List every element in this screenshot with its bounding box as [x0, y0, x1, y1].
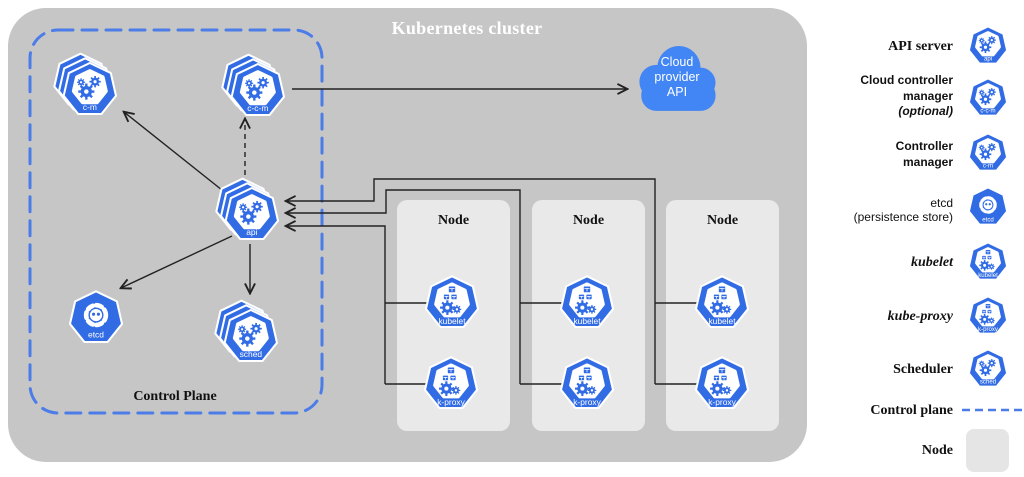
legend-etcd-line2: (persistence store) [853, 210, 953, 224]
legend-ccm-line3: (optional) [898, 104, 953, 118]
legend-kube-proxy-icon-label: k-proxy [978, 326, 999, 333]
node-title: Node [706, 213, 739, 228]
legend-control-plane-label: Control plane [870, 403, 953, 418]
legend-kube-proxy-icon: k-proxy [968, 295, 1008, 335]
etcd-icon: etcd [68, 290, 124, 344]
legend-kube-proxy-label: kube-proxy [887, 309, 953, 324]
legend-etcd-icon-label: etcd [982, 216, 994, 223]
legend-etcd-label: etcd (persistence store) [830, 196, 953, 224]
kubelet-icon-label: kubelet [438, 316, 466, 326]
legend-node-swatch [966, 429, 1009, 472]
legend-kubelet-icon-label: kubelet [978, 272, 998, 279]
cloud-label-line1: Cloud [660, 55, 694, 69]
legend-kubelet-label: kubelet [911, 255, 953, 270]
legend-ccm-line2: manager [902, 88, 953, 103]
legend-control-plane-dash [962, 408, 1022, 412]
cloud-label-line3: API [666, 85, 688, 99]
legend-api-server-label: API server [888, 39, 953, 54]
legend-cm-label: Controller manager [830, 139, 953, 170]
legend-scheduler-icon-label: sched [980, 379, 996, 386]
control-plane-label: Control Plane [133, 389, 217, 404]
cloud-provider-api-label: Cloud provider API [630, 55, 724, 100]
legend-api-icon: api [968, 25, 1008, 65]
node-title: Node [437, 213, 470, 228]
legend-cm-icon: c-m [968, 132, 1008, 172]
legend-ccm-icon: c-c-m [968, 77, 1008, 117]
legend-cm-line2: manager [902, 154, 953, 169]
legend-etcd-icon: etcd [968, 186, 1008, 226]
scheduler-icon-label: sched [240, 349, 263, 359]
legend-etcd-line1: etcd [930, 196, 953, 210]
controller-manager-icon: c-m [53, 52, 118, 116]
legend-scheduler-label: Scheduler [893, 362, 953, 377]
api-server-icon: api [215, 177, 280, 241]
legend-api-icon-label: api [984, 56, 992, 63]
kube-proxy-icon-label: k-proxy [573, 397, 601, 407]
cloud-label-line2: provider [654, 70, 700, 84]
kube-proxy-icon-label: k-proxy [437, 397, 465, 407]
legend-ccm-icon-label: c-c-m [980, 108, 995, 115]
controller-manager-icon-label: c-m [83, 102, 97, 112]
legend-cm-line1: Controller [895, 139, 953, 153]
kubelet-icon-node3: kubelet [694, 275, 750, 329]
kubelet-icon-label: kubelet [708, 316, 736, 326]
scheduler-icon: sched [214, 299, 279, 363]
etcd-icon-label: etcd [88, 330, 104, 340]
kubelet-icon-node2: kubelet [559, 275, 615, 329]
legend-node-label: Node [921, 443, 953, 458]
cloud-icon [639, 46, 716, 111]
cloud-controller-manager-icon: c-c-m [221, 53, 286, 117]
legend-ccm-line1: Cloud controller [860, 73, 953, 87]
kube-proxy-icon-node1: k-proxy [423, 356, 479, 410]
kube-proxy-icon-label: k-proxy [708, 397, 736, 407]
kube-proxy-icon-node2: k-proxy [559, 356, 615, 410]
legend-ccm-label: Cloud controller manager (optional) [830, 73, 953, 120]
legend-scheduler-icon: sched [968, 348, 1008, 388]
node-title: Node [572, 213, 605, 228]
cloud-controller-manager-icon-label: c-c-m [247, 103, 268, 113]
kubelet-icon-node1: kubelet [424, 275, 480, 329]
api-server-icon-label: api [246, 227, 257, 237]
legend-cm-icon-label: c-m [983, 163, 993, 170]
kubelet-icon-label: kubelet [573, 316, 601, 326]
cluster-title: Kubernetes cluster [391, 18, 543, 38]
kube-proxy-icon-node3: k-proxy [694, 356, 750, 410]
legend-kubelet-icon: kubelet [968, 241, 1008, 281]
